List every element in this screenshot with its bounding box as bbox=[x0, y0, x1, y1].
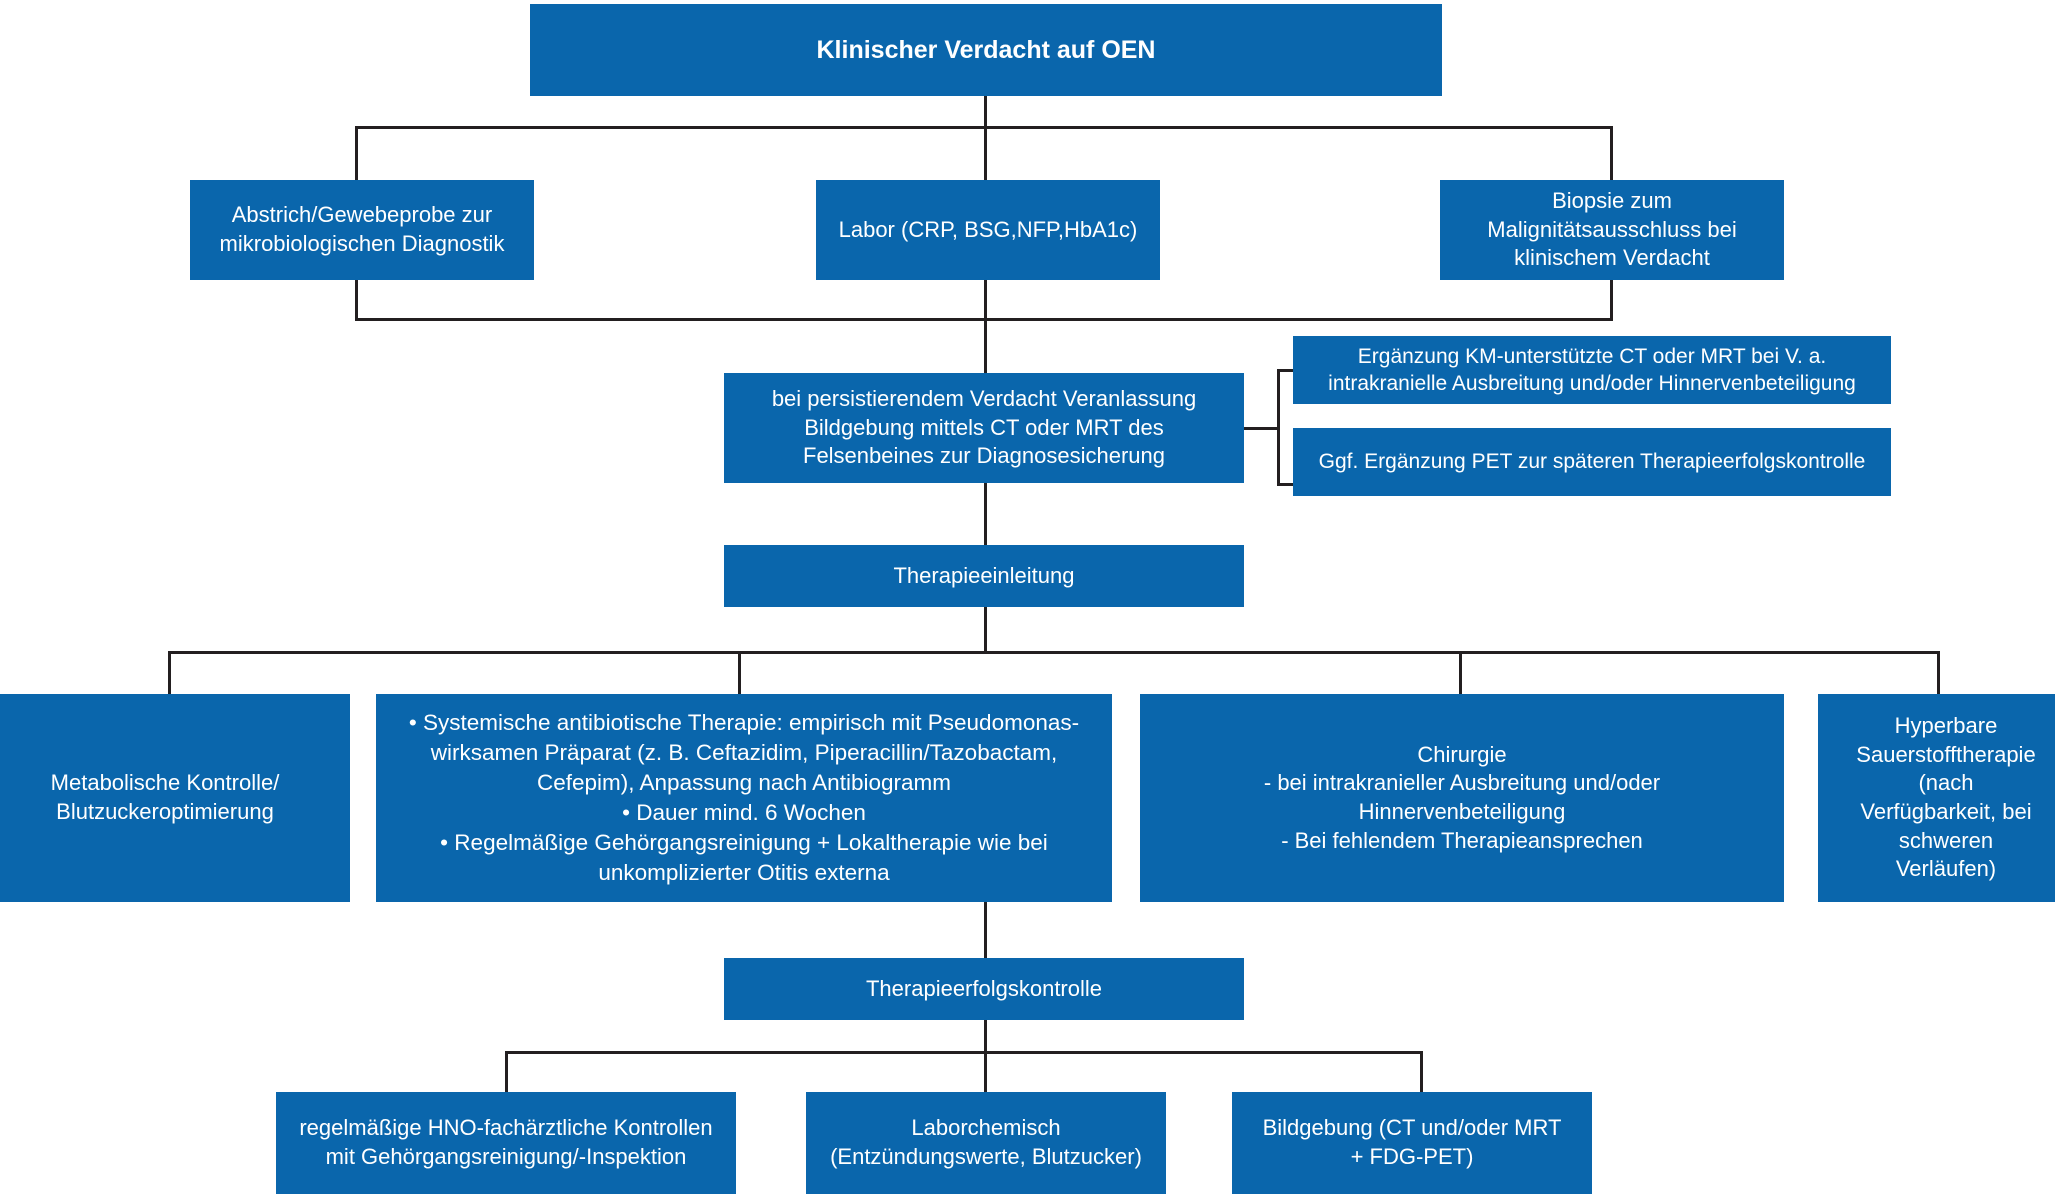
connector-control-stem bbox=[984, 1020, 987, 1053]
node-biopsy: Biopsie zum Malignitätsausschluss bei kl… bbox=[1440, 180, 1784, 280]
node-antibiotic: • Systemische antibiotische Therapie: em… bbox=[376, 694, 1112, 902]
node-followup-imaging: Bildgebung (CT und/oder MRT + FDG-PET) bbox=[1232, 1092, 1592, 1194]
connector-drop-lab bbox=[984, 126, 987, 181]
node-therapy-control: Therapieerfolgskontrolle bbox=[724, 958, 1244, 1020]
connector-root-stem bbox=[984, 96, 987, 128]
connector-drop-biopsy bbox=[1610, 126, 1613, 181]
node-metabolic: Metabolische Kontrolle/ Blutzuckeroptimi… bbox=[0, 694, 350, 902]
connector-therapy-bus bbox=[168, 651, 1940, 654]
connector-merge-bus bbox=[355, 318, 1613, 321]
connector-drop-antibiotic bbox=[738, 651, 741, 696]
connector-imaging-to-therapy bbox=[984, 483, 987, 548]
node-hyperbaric: Hyperbare Sauerstofftherapie (nach Verfü… bbox=[1818, 694, 2055, 902]
connector-imaging-side-out bbox=[1244, 427, 1280, 430]
node-swab: Abstrich/Gewebeprobe zur mikrobiologisch… bbox=[190, 180, 534, 280]
connector-drop-hyperbaric bbox=[1937, 651, 1940, 696]
node-therapy-start: Therapieeinleitung bbox=[724, 545, 1244, 607]
connector-swab-down bbox=[355, 280, 358, 320]
connector-addon-ct-in bbox=[1277, 369, 1295, 372]
node-root: Klinischer Verdacht auf OEN bbox=[530, 4, 1442, 96]
connector-followup-bus bbox=[505, 1051, 1421, 1054]
connector-imaging-side-vert bbox=[1277, 369, 1280, 485]
connector-drop-swab bbox=[355, 126, 358, 181]
node-addon-pet: Ggf. Ergänzung PET zur späteren Therapie… bbox=[1293, 428, 1891, 496]
node-addon-ct-mrt: Ergänzung KM-unterstützte CT oder MRT be… bbox=[1293, 336, 1891, 404]
connector-lab-down bbox=[984, 280, 987, 375]
connector-drop-surgery bbox=[1459, 651, 1462, 696]
node-surgery: Chirurgie - bei intrakranieller Ausbreit… bbox=[1140, 694, 1784, 902]
connector-antibiotic-to-control bbox=[984, 902, 987, 960]
connector-drop-metabolic bbox=[168, 651, 171, 696]
connector-therapy-stem bbox=[984, 607, 987, 653]
node-lab: Labor (CRP, BSG,NFP,HbA1c) bbox=[816, 180, 1160, 280]
node-followup-lab: Laborchemisch (Entzündungswerte, Blutzuc… bbox=[806, 1092, 1166, 1194]
node-imaging-main: bei persistierendem Verdacht Veranlassun… bbox=[724, 373, 1244, 483]
connector-drop-imaging-fu bbox=[1420, 1051, 1423, 1094]
node-followup-ent-checks: regelmäßige HNO-fachärztliche Kontrollen… bbox=[276, 1092, 736, 1194]
connector-biopsy-down bbox=[1610, 280, 1613, 320]
connector-drop-ent bbox=[505, 1051, 508, 1094]
connector-drop-labchem bbox=[984, 1051, 987, 1094]
connector-addon-pet-in bbox=[1277, 483, 1295, 486]
